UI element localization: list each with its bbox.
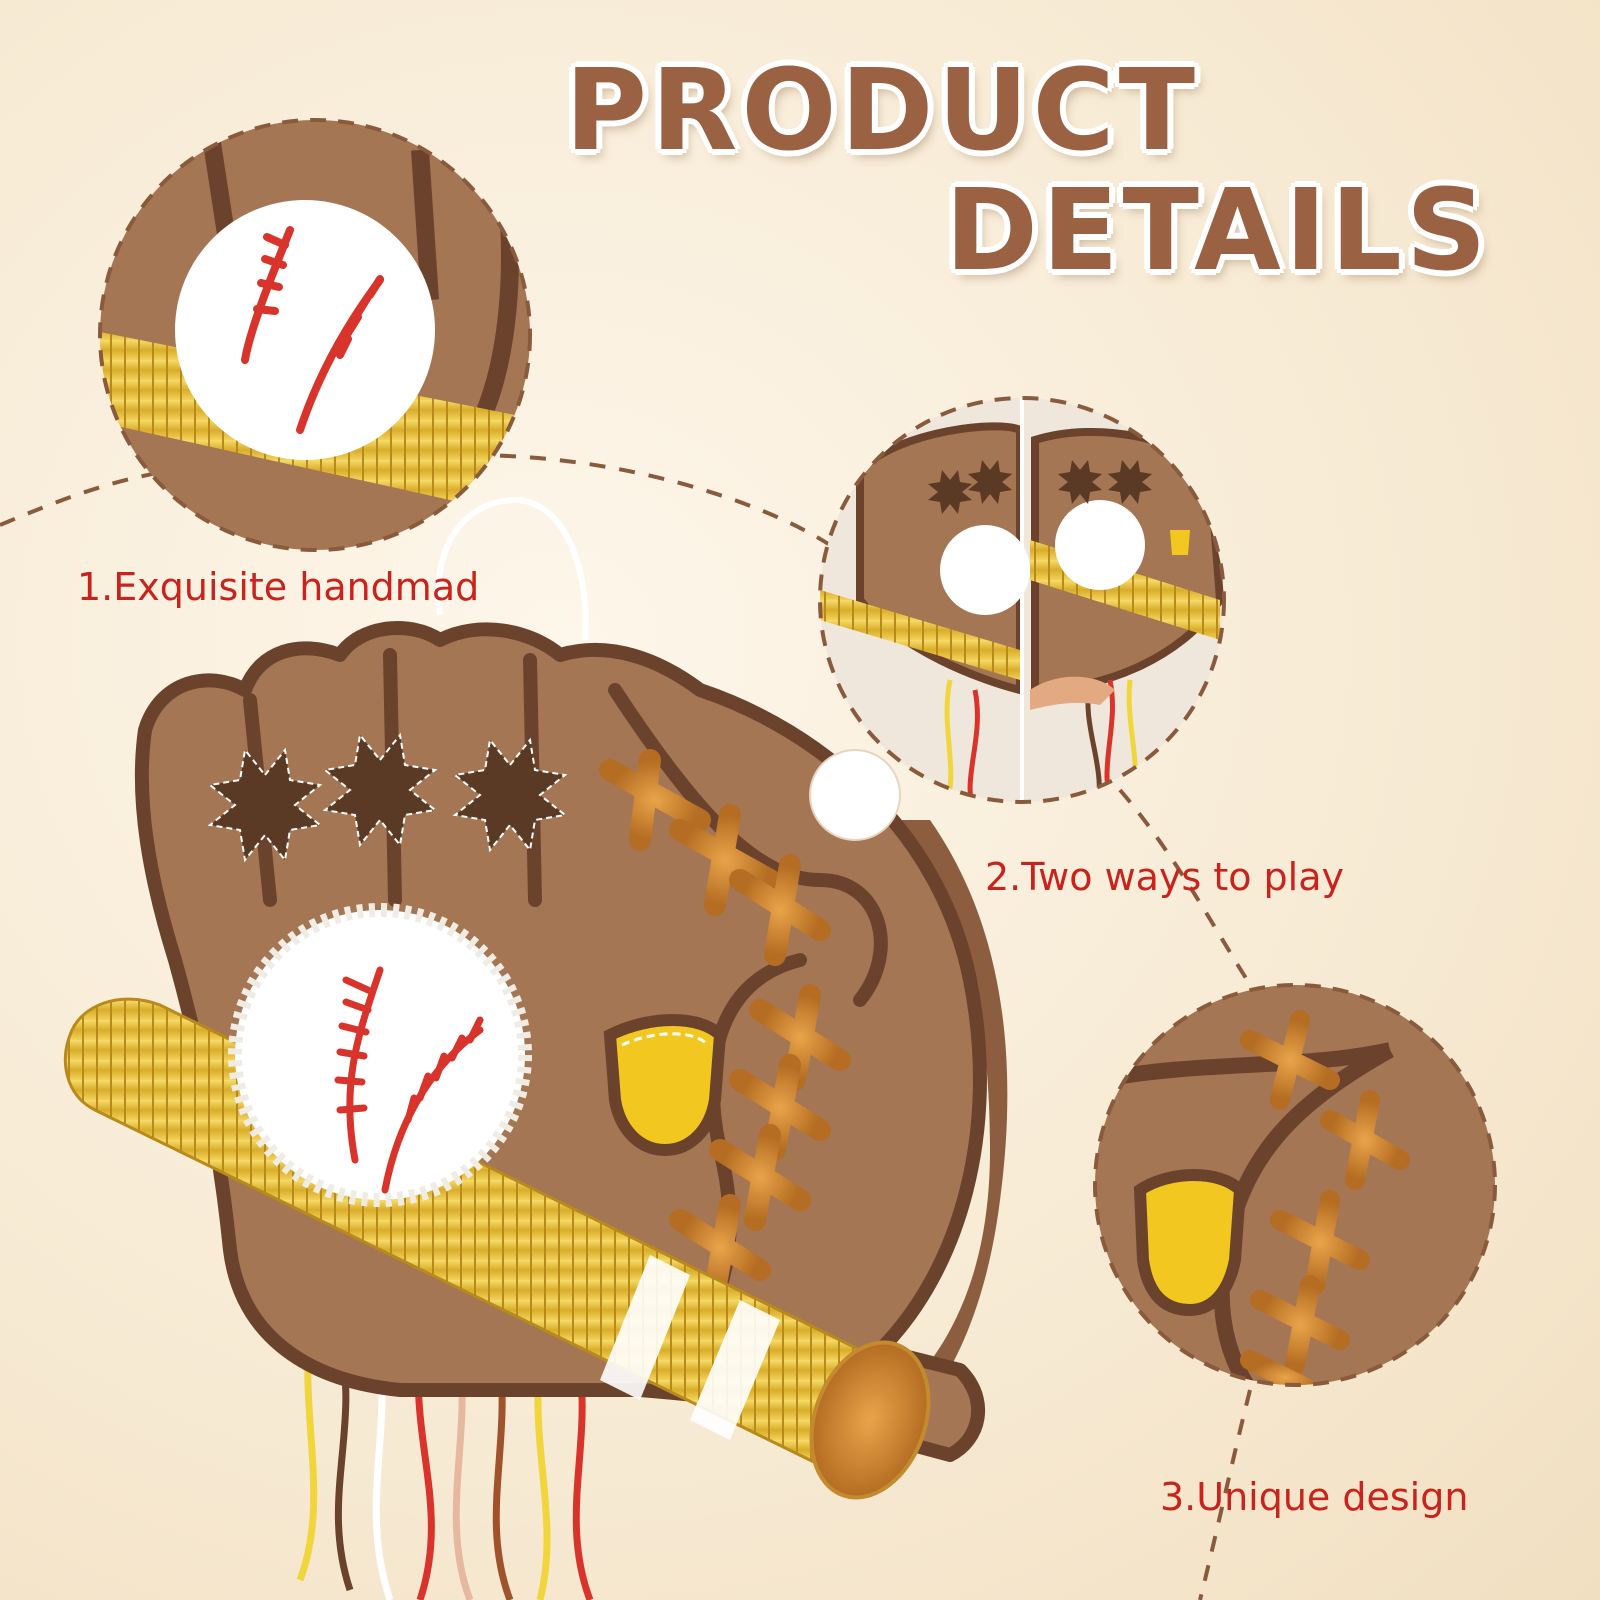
glove-face: [134, 621, 987, 1462]
label-tag: [809, 749, 901, 841]
connector-top: [469, 453, 832, 547]
yellow-patch-icon: [1133, 1169, 1247, 1317]
detail-circle-handmade: [98, 118, 532, 552]
x-stitch-icons: [207, 732, 568, 863]
detail-circle-two-ways: [818, 396, 1226, 804]
hand: [1030, 676, 1115, 710]
x-stitch-icon: [452, 737, 568, 853]
bat-tape: [600, 1255, 690, 1400]
feature-label-unique-design: 3.Unique design: [1160, 1475, 1469, 1519]
title-line-2: DETAILS: [945, 166, 1491, 296]
hanging-string: [435, 496, 589, 641]
connector-bottom: [1198, 1389, 1252, 1600]
detail-circle-unique-design: [1093, 983, 1497, 1387]
title-line-1: PRODUCT: [565, 46, 1200, 176]
x-stitch-icon: [207, 747, 323, 863]
x-stitch-icon: [322, 732, 438, 848]
glove-side: [840, 820, 1008, 1460]
feature-label-two-ways: 2.Two ways to play: [985, 855, 1344, 899]
connector-left: [0, 468, 176, 527]
connector-right: [1118, 788, 1262, 1002]
glitter-lacing: [599, 749, 851, 1301]
glove-pinata: [63, 496, 1008, 1600]
baseball-icon: [228, 903, 532, 1207]
yellow-patch-icon: [603, 1014, 727, 1157]
bat-end: [809, 1340, 931, 1500]
feature-label-handmade: 1.Exquisite handmad: [77, 565, 480, 609]
